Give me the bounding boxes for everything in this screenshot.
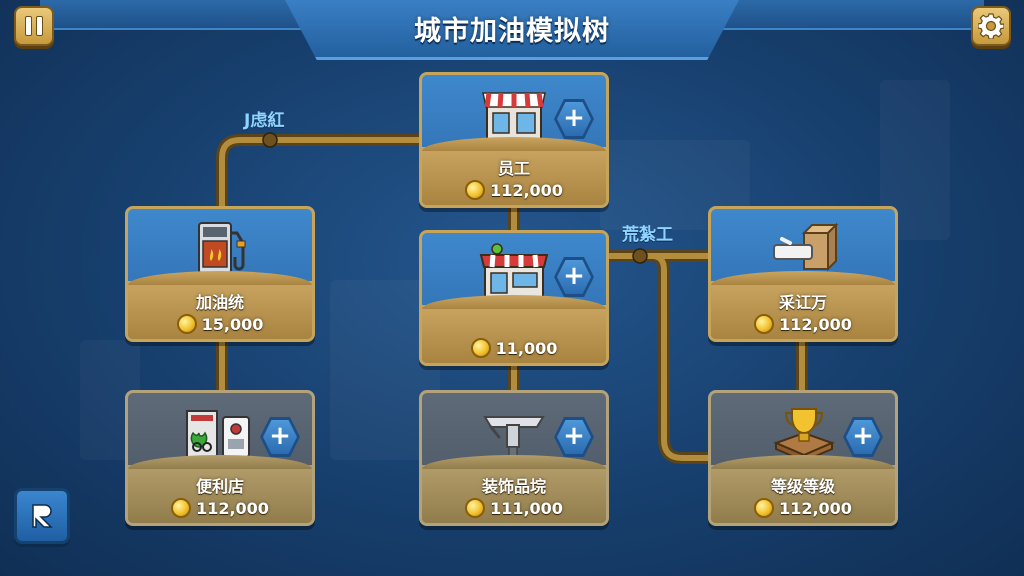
node-band <box>128 271 312 339</box>
cost-value: 15,000 <box>201 314 264 334</box>
tree-node-gas-station[interactable]: 加油统 15,000 <box>125 206 315 342</box>
upgrade-plus-button[interactable]: + <box>843 417 883 457</box>
tree-node-level[interactable]: + 等级等级 112,000 <box>708 390 898 526</box>
node-name: 加油统 <box>195 293 244 312</box>
node-band <box>422 455 606 523</box>
coin-icon <box>171 498 192 518</box>
node-band <box>422 137 606 205</box>
plus-icon: + <box>563 261 585 291</box>
node-band <box>128 455 312 523</box>
node-cost: 11,000 <box>422 338 606 358</box>
tree-node-staff[interactable]: + 员工 112,000 <box>419 72 609 208</box>
coin-icon <box>465 180 486 200</box>
upgrade-plus-button[interactable]: + <box>260 417 300 457</box>
pipe-label-right: 荒紮工 <box>622 225 673 245</box>
title-plate: 城市加油模拟树 <box>285 0 739 60</box>
upgrade-plus-button[interactable]: + <box>554 417 594 457</box>
plus-icon: + <box>563 421 585 451</box>
cost-value: 112,000 <box>779 314 852 334</box>
top-bar: 城市加油模拟树 <box>0 0 1024 62</box>
tree-node-convenience[interactable]: + 便利店 112,000 <box>125 390 315 526</box>
coin-icon <box>754 498 775 518</box>
tree-node-store[interactable]: + 11,000 <box>419 230 609 366</box>
plus-icon: + <box>563 103 585 133</box>
upgrade-plus-button[interactable]: + <box>554 99 594 139</box>
node-name: 等级等级 <box>770 477 835 496</box>
node-band <box>711 455 895 523</box>
node-band <box>711 271 895 339</box>
vending-pumps-icon <box>186 410 250 458</box>
tree-node-decor[interactable]: + 装饰品垸 111,000 <box>419 390 609 526</box>
shop-awning-icon <box>482 92 546 140</box>
settings-button[interactable] <box>971 6 1011 46</box>
pause-icon <box>23 16 45 36</box>
cost-value: 11,000 <box>495 338 558 358</box>
plus-icon: + <box>269 421 291 451</box>
cost-value: 112,000 <box>196 498 269 518</box>
trophy-icon <box>773 408 835 461</box>
plus-icon: + <box>852 421 874 451</box>
back-arrow-icon <box>32 504 53 528</box>
coin-icon <box>465 498 486 518</box>
node-cost: 112,000 <box>711 314 895 334</box>
tree-node-collect[interactable]: 采讧万 112,000 <box>708 206 898 342</box>
upgrade-plus-button[interactable]: + <box>554 257 594 297</box>
node-cost: 112,000 <box>711 498 895 518</box>
coin-icon <box>470 338 491 358</box>
node-cost: 112,000 <box>422 180 606 200</box>
cost-value: 112,000 <box>490 180 563 200</box>
fuel-pump-icon <box>198 222 246 274</box>
node-name: 员工 <box>497 159 530 178</box>
tool-icon <box>483 416 545 458</box>
gear-icon <box>978 13 1004 39</box>
pause-button[interactable] <box>14 6 54 46</box>
node-name: 便利店 <box>195 477 244 496</box>
node-cost: 111,000 <box>422 498 606 518</box>
store-front-icon <box>479 243 549 298</box>
node-cost: 15,000 <box>128 314 312 334</box>
coin-icon <box>176 314 197 334</box>
node-band <box>422 295 606 363</box>
node-name: 装饰品垸 <box>481 477 546 496</box>
back-button[interactable] <box>14 488 70 544</box>
node-name: 采讧万 <box>778 293 827 312</box>
cost-value: 112,000 <box>779 498 852 518</box>
coin-icon <box>754 314 775 334</box>
pipe-label-left: J虑紅 <box>244 111 285 131</box>
node-cost: 112,000 <box>128 498 312 518</box>
cost-value: 111,000 <box>490 498 563 518</box>
page-title: 城市加油模拟树 <box>414 16 610 47</box>
crate-icon <box>773 222 838 272</box>
